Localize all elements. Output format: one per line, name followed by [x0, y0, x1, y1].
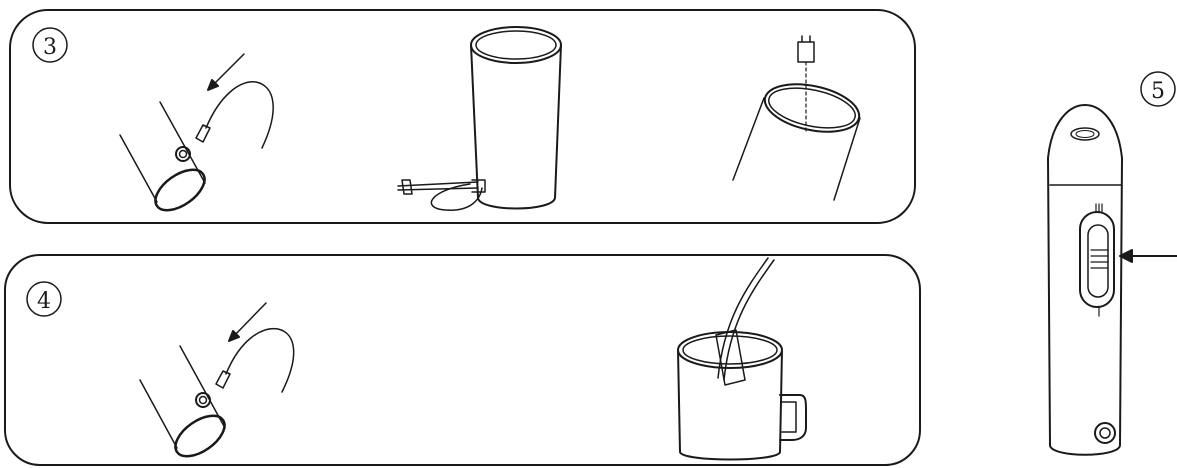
tube-with-hose-illustration-2	[140, 329, 294, 465]
container-with-hose-illustration	[398, 27, 561, 210]
device-body-illustration	[1048, 105, 1122, 455]
step-3-number: 3	[43, 35, 57, 60]
plug-icon	[798, 36, 814, 62]
step-4-number: 4	[37, 289, 51, 314]
panel-step-3	[10, 10, 915, 223]
arrow-icon-2	[229, 303, 266, 341]
step-5-number: 5	[1151, 79, 1165, 104]
cup-with-plug-illustration	[733, 62, 864, 200]
mug-with-hose-illustration	[678, 258, 806, 460]
arrow-icon-3	[1120, 250, 1177, 262]
tube-with-hose-illustration	[120, 82, 273, 219]
arrow-icon	[208, 54, 244, 90]
